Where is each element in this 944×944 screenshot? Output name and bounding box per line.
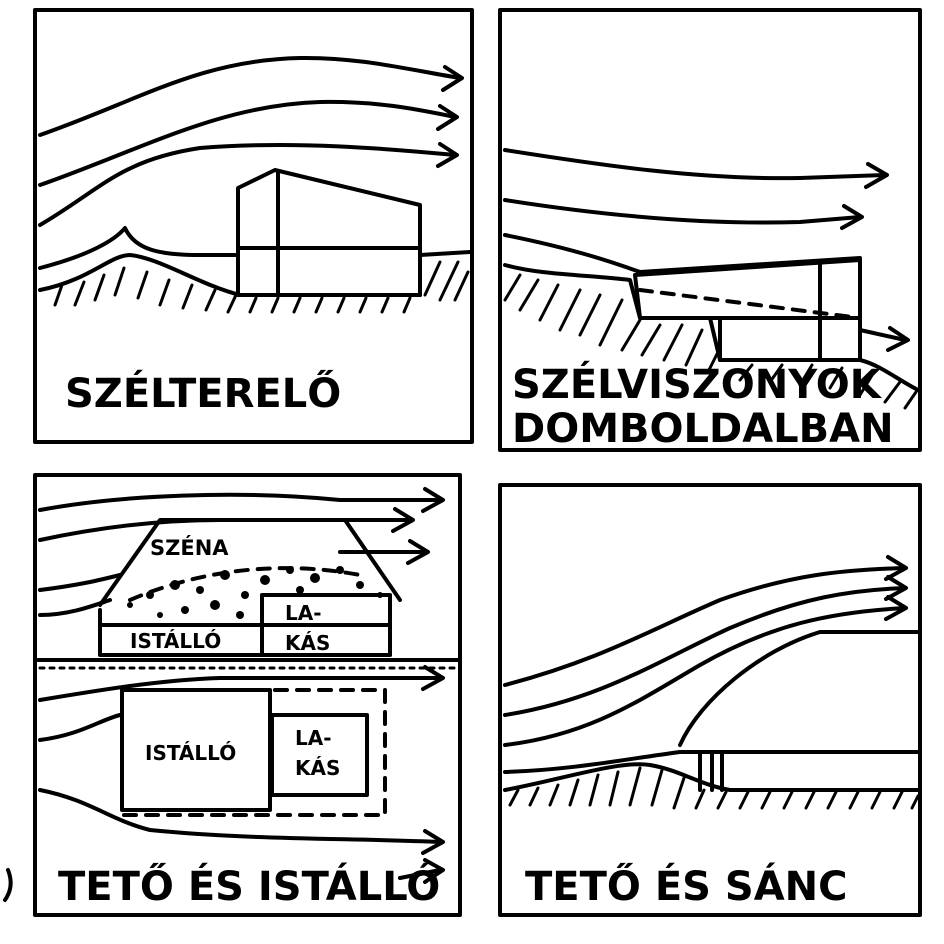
ground-hatching (508, 766, 920, 810)
dwelling-building (270, 713, 369, 797)
ground-hatching (53, 260, 470, 314)
wind-arrow (503, 606, 907, 747)
panel-label: SZÉLTERELŐ (65, 368, 341, 417)
wind-arrow (38, 99, 457, 187)
panel-roof-and-bank: TETŐ ÉS SÁNC (498, 483, 922, 917)
wind-arrow (38, 55, 462, 137)
ground-line (38, 250, 472, 297)
wind-arrow (38, 598, 112, 617)
panel-frame (498, 483, 922, 917)
wind-arrow (503, 198, 862, 225)
panel-frame (33, 473, 462, 917)
panel-frame (33, 8, 474, 444)
panel-label: SZÉLVISZONYOK (512, 360, 883, 408)
wind-arrow (38, 788, 442, 844)
dwelling-label-top-2: KÁS (285, 631, 330, 655)
hay-roof (98, 518, 402, 607)
stable-label-bottom: ISTÁLLÓ (145, 741, 236, 765)
dwelling-label-bottom-1: LA- (295, 726, 332, 750)
wind-arrow (38, 226, 237, 270)
panel-label: TETŐ ÉS ISTÁLLÓ (58, 861, 440, 910)
panel-roof-and-stable: SZÉNA ISTÁLLÓ LA- KÁS ISTÁLLÓ LA- KÁS TE… (33, 473, 462, 917)
wind-arrow (38, 492, 442, 512)
ground-line (503, 263, 920, 392)
wind-arrow (38, 143, 457, 227)
panel-label: DOMBOLDALBAN (512, 406, 894, 452)
ground-line (503, 762, 920, 792)
wind-arrow (38, 713, 122, 742)
panel-windbreak: SZÉLTERELŐ (33, 8, 474, 444)
wind-arrow (503, 586, 907, 717)
wind-arrow (503, 148, 887, 181)
house (633, 258, 862, 362)
wind-arrow (38, 573, 122, 592)
wind-arrow (398, 868, 442, 880)
wind-arrow (38, 676, 442, 702)
hay-label: SZÉNA (150, 535, 229, 560)
stable-label-top: ISTÁLLÓ (130, 629, 221, 653)
wind-arrow (503, 566, 907, 687)
wind-arrow (858, 328, 907, 342)
house (236, 168, 422, 297)
dwelling-label-top-1: LA- (285, 601, 322, 625)
margin-mark (3, 868, 13, 902)
dwelling-label-bottom-2: KÁS (295, 756, 340, 780)
panel-label: TETŐ ÉS SÁNC (525, 861, 847, 910)
panel-hillside: SZÉLVISZONYOK DOMBOLDALBAN (498, 8, 922, 452)
panel-frame (498, 8, 922, 452)
wind-arrow (503, 750, 702, 774)
ground-hatching (503, 273, 918, 410)
wind-arrow (503, 233, 862, 274)
roof (678, 630, 920, 747)
